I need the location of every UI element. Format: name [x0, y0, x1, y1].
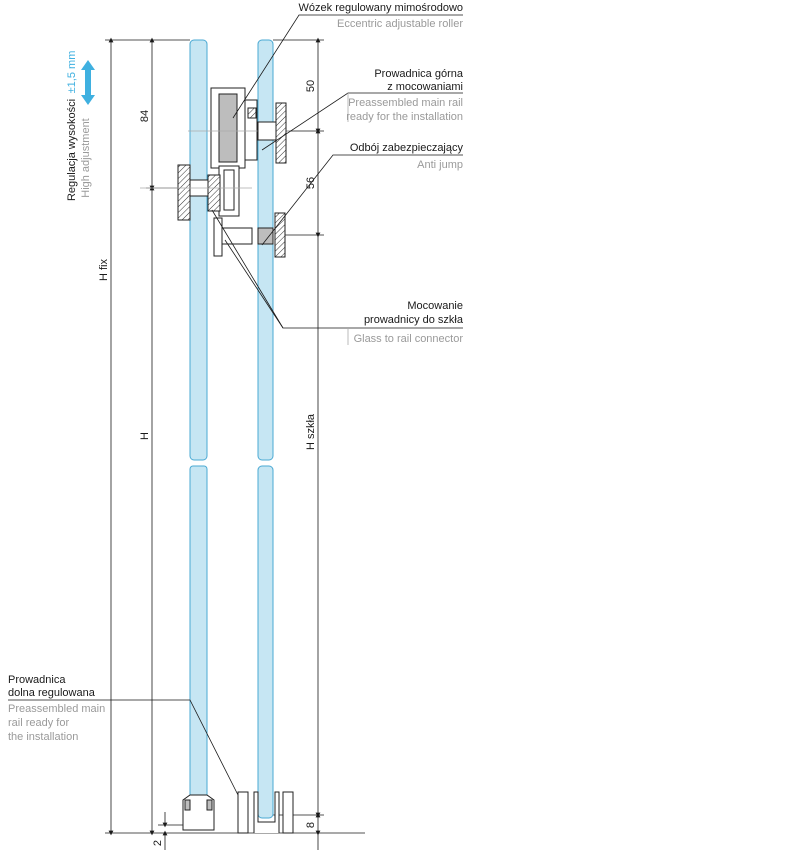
eccentric-roller — [188, 87, 290, 169]
top-rail-label-pl-2: z mocowaniami — [387, 81, 463, 93]
glass-panel-sliding — [257, 39, 274, 819]
glass-connector — [213, 212, 286, 258]
connector-label-pl-2: prowadnicy do szkła — [364, 314, 464, 326]
label-connector: Mocowanie prowadnicy do szkła Glass to r… — [354, 300, 464, 345]
connector-label-en: Glass to rail connector — [354, 333, 464, 345]
height-adj-label-pl: Regulacja wysokości — [66, 99, 78, 201]
top-rail-label-en-1: Preassembled main rail — [348, 97, 463, 109]
anti-jump-label-pl: Odbój zabezpieczający — [350, 142, 464, 154]
leader-lines — [8, 14, 463, 796]
label-top-rail: Prowadnica górna z mocowaniami Preassemb… — [346, 68, 464, 123]
dimension-h: H 84 — [139, 37, 155, 836]
bottom-guide-fixed — [182, 794, 215, 831]
label-roller: Wózek regulowany mimośrodowo Eccentric a… — [299, 2, 464, 30]
glass-panel-fixed — [189, 39, 208, 830]
bottom-rail-label-en-1: Preassembled main — [8, 703, 105, 715]
label-anti-jump: Odbój zabezpieczający Anti jump — [350, 142, 464, 171]
dimension-2: 2 — [152, 812, 168, 850]
height-adj-label-en: High adjustment — [80, 118, 92, 198]
dim-2-label: 2 — [152, 840, 164, 846]
dim-h-label: H — [139, 432, 151, 440]
height-adj-range: ±1,5 mm — [66, 51, 78, 94]
top-rail-label-en-2: ready for the installation — [346, 111, 463, 123]
dim-8-label: 8 — [305, 822, 317, 828]
anti-jump-label-en: Anti jump — [417, 159, 463, 171]
top-rail-label-pl-1: Prowadnica górna — [374, 68, 464, 80]
bottom-rail-label-en-2: rail ready for — [8, 717, 69, 729]
dim-84-label: 84 — [139, 110, 151, 122]
up-down-arrow-icon — [81, 60, 95, 105]
height-adjust-screw — [140, 164, 252, 221]
dim-50-label: 50 — [305, 80, 317, 92]
bottom-rail-adjustable — [237, 791, 294, 834]
roller-label-pl: Wózek regulowany mimośrodowo — [299, 2, 463, 14]
label-bottom-rail: Prowadnica dolna regulowana Preassembled… — [8, 674, 105, 743]
bottom-rail-label-en-3: the installation — [8, 731, 78, 743]
anti-jump — [207, 165, 240, 217]
dimension-h-glass: 50 56 H szkła 8 — [305, 37, 321, 850]
roller-label-en: Eccentric adjustable roller — [337, 18, 463, 30]
dimension-h-fix: H fix — [98, 37, 114, 836]
bottom-rail-label-pl-2: dolna regulowana — [8, 687, 96, 699]
connector-label-pl-1: Mocowanie — [407, 300, 463, 312]
height-adjustment-note: Regulacja wysokości High adjustment ±1,5… — [66, 51, 95, 201]
top-rail-bracket — [247, 102, 287, 164]
bottom-rail-label-pl-1: Prowadnica — [8, 674, 66, 686]
dim-h-glass-label: H szkła — [305, 413, 317, 450]
dim-h-fix-label: H fix — [98, 259, 110, 282]
